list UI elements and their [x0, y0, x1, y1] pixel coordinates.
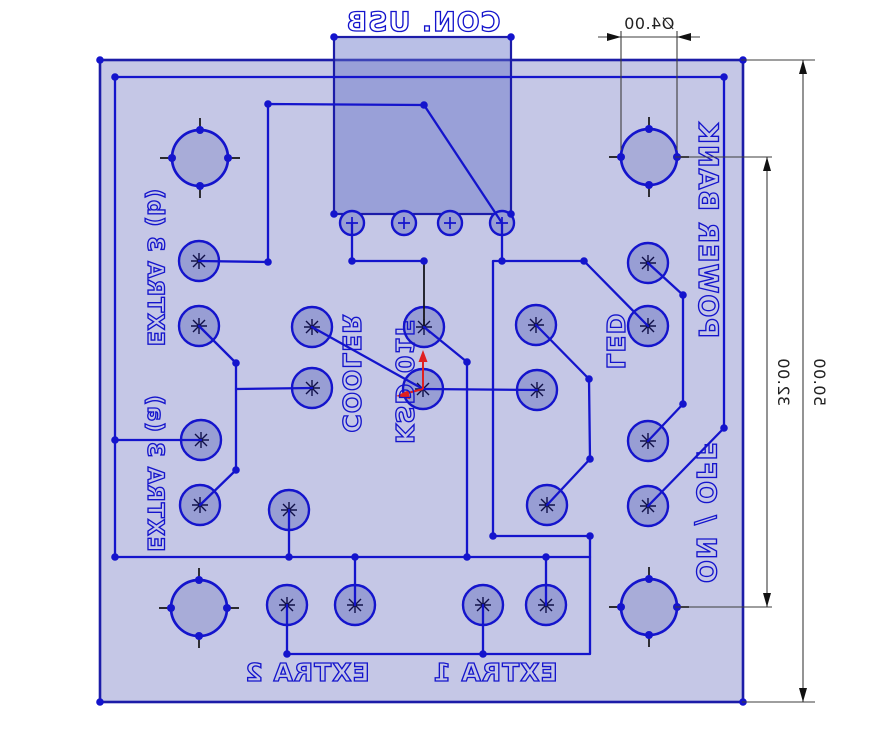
mirrored-view-group: CON. USB POWER BANK ON / OFF COOLER KSD … — [96, 6, 829, 706]
dimension-board-height[interactable]: 50.00 — [741, 59, 829, 703]
dim-text-hole-diameter: Ø4.00 — [624, 14, 675, 33]
label-extra3-a: EXTRA 3 (a) — [142, 394, 167, 552]
label-cooler: COOLER — [337, 313, 366, 432]
usb-pad[interactable] — [390, 209, 418, 237]
label-on-off: ON / OFF — [690, 441, 721, 583]
label-power-bank: POWER BANK — [692, 122, 723, 338]
dimension-hole-pitch[interactable]: 32.00 — [675, 156, 793, 608]
label-extra3-b: EXTRA 3 (b) — [142, 188, 167, 346]
dimension-hole-diameter[interactable]: Ø4.00 — [598, 14, 700, 150]
label-ksd-01f: KSD 01F — [390, 318, 419, 444]
label-con-usb: CON. USB — [346, 7, 501, 38]
origin-marker[interactable] — [396, 350, 428, 400]
trace-junction-dots — [96, 33, 747, 706]
usb-connector-body[interactable] — [332, 35, 513, 216]
dim-text-board-height: 50.00 — [810, 358, 829, 406]
label-led: LED — [601, 313, 630, 370]
usb-pad[interactable] — [436, 209, 464, 237]
label-extra1: EXTRA 1 — [432, 658, 557, 687]
label-extra2: EXTRA 2 — [244, 658, 369, 687]
dim-text-hole-pitch: 32.00 — [774, 358, 793, 406]
